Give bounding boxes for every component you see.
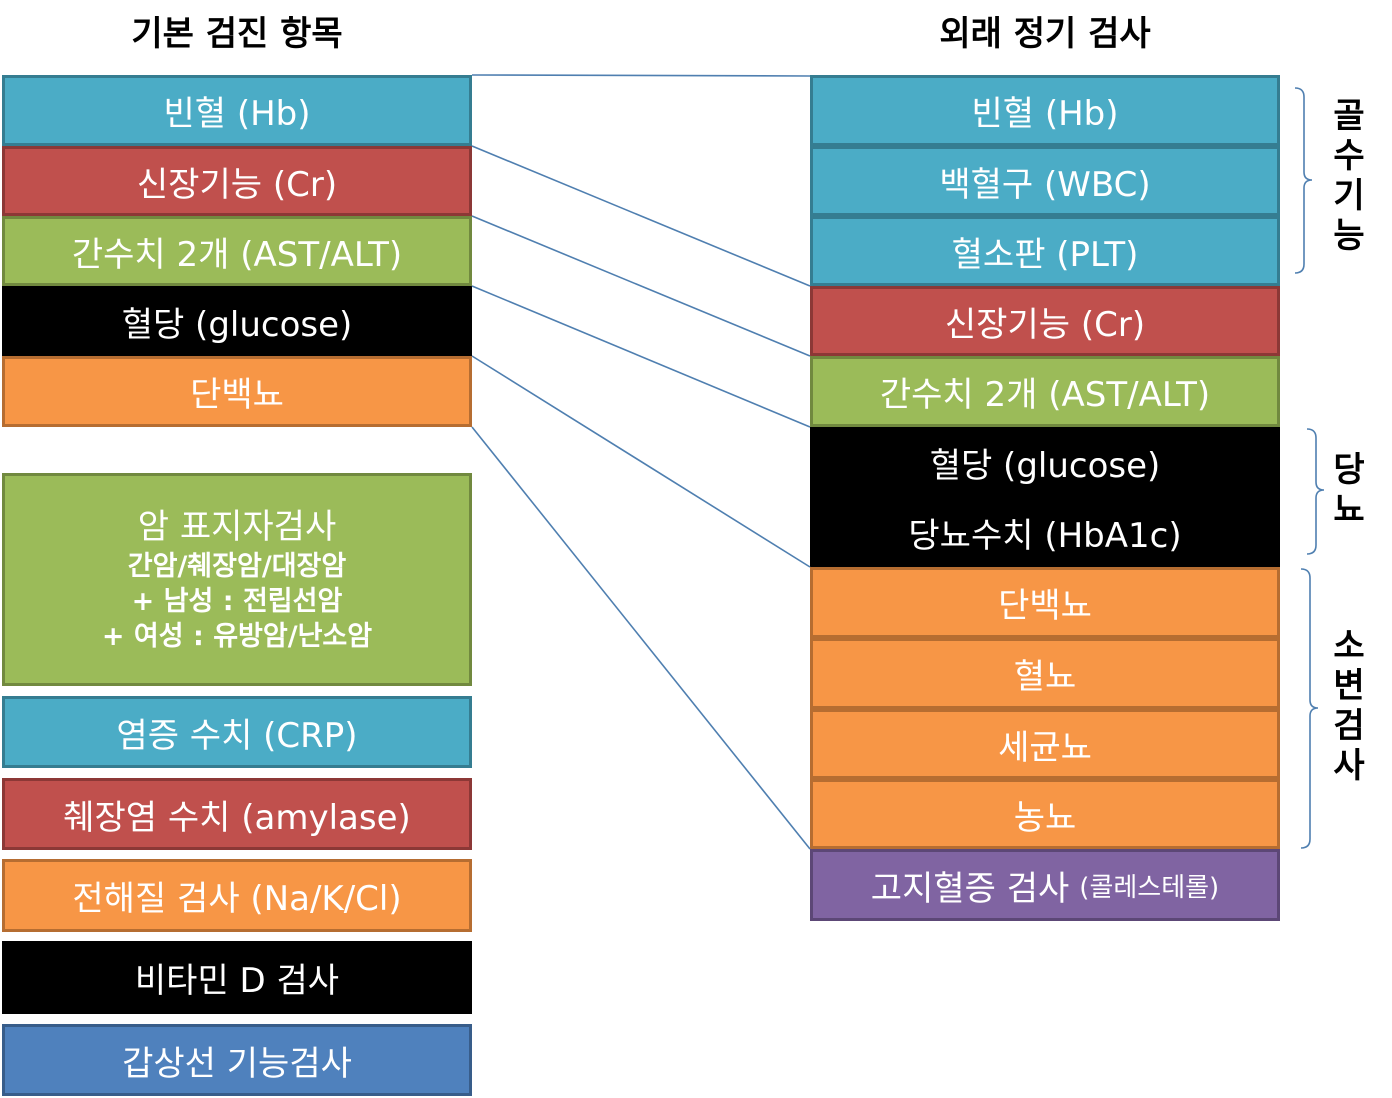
right-box-glucose: 혈당 (glucose) [929, 445, 1161, 486]
tumor-markers-title: 암 표지자검사 [137, 507, 337, 547]
connector-proteinuria-bottom [471, 426, 811, 850]
left-box-crp: 염증 수치 (CRP) [2, 696, 472, 768]
connector-liver [471, 215, 811, 357]
right-box-diabetes-group: 혈당 (glucose) 당뇨수치 (HbA1c) [810, 427, 1280, 567]
right-box-pyuria: 농뇨 [810, 779, 1280, 849]
right-box-hematuria: 혈뇨 [810, 638, 1280, 709]
left-box-glucose: 혈당 (glucose) [2, 286, 472, 356]
tumor-markers-line3: + 여성 : 유방암/난소암 [101, 621, 373, 652]
group-label-urine: 소 변 검 사 [1333, 626, 1365, 786]
left-box-liver: 간수치 2개 (AST/ALT) [2, 216, 472, 286]
left-box-amylase: 췌장염 수치 (amylase) [2, 778, 472, 850]
tumor-markers-line2: + 남성 : 전립선암 [131, 586, 343, 617]
connector-anemia [471, 74, 811, 77]
left-box-electrolytes: 전해질 검사 (Na/K/Cl) [2, 859, 472, 932]
right-box-hba1c: 당뇨수치 (HbA1c) [908, 515, 1182, 556]
right-box-proteinuria: 단백뇨 [810, 567, 1280, 638]
connector-proteinuria-top [471, 355, 811, 568]
bracket-urine [1300, 568, 1319, 849]
right-column-heading: 외래 정기 검사 [939, 14, 1151, 54]
left-box-thyroid: 갑상선 기능검사 [2, 1024, 472, 1096]
right-box-anemia: 빈혈 (Hb) [810, 75, 1280, 146]
left-box-tumor-markers: 암 표지자검사 간암/췌장암/대장암 + 남성 : 전립선암 + 여성 : 유방… [2, 473, 472, 686]
bracket-diabetes [1306, 428, 1325, 555]
tumor-markers-line1: 간암/췌장암/대장암 [127, 551, 347, 582]
bracket-marrow [1294, 87, 1313, 274]
right-box-kidney: 신장기능 (Cr) [810, 286, 1280, 356]
left-box-anemia: 빈혈 (Hb) [2, 75, 472, 146]
lipid-main-label: 고지혈증 검사 [870, 868, 1070, 909]
connector-kidney [471, 145, 811, 287]
right-box-wbc: 백혈구 (WBC) [810, 146, 1280, 216]
right-box-lipid: 고지혈증 검사 (콜레스테롤) [810, 849, 1280, 921]
group-label-marrow: 골 수 기 능 [1333, 96, 1365, 256]
right-box-bacteriuria: 세균뇨 [810, 709, 1280, 779]
group-label-diabetes: 당 뇨 [1333, 450, 1365, 530]
left-box-kidney: 신장기능 (Cr) [2, 146, 472, 216]
right-box-liver: 간수치 2개 (AST/ALT) [810, 356, 1280, 427]
left-box-proteinuria: 단백뇨 [2, 356, 472, 427]
left-box-vitamin-d: 비타민 D 검사 [2, 941, 472, 1014]
lipid-sub-label: (콜레스테롤) [1079, 872, 1220, 903]
left-column-heading: 기본 검진 항목 [131, 14, 343, 54]
right-box-platelet: 혈소판 (PLT) [810, 216, 1280, 286]
connector-glucose [471, 285, 811, 428]
